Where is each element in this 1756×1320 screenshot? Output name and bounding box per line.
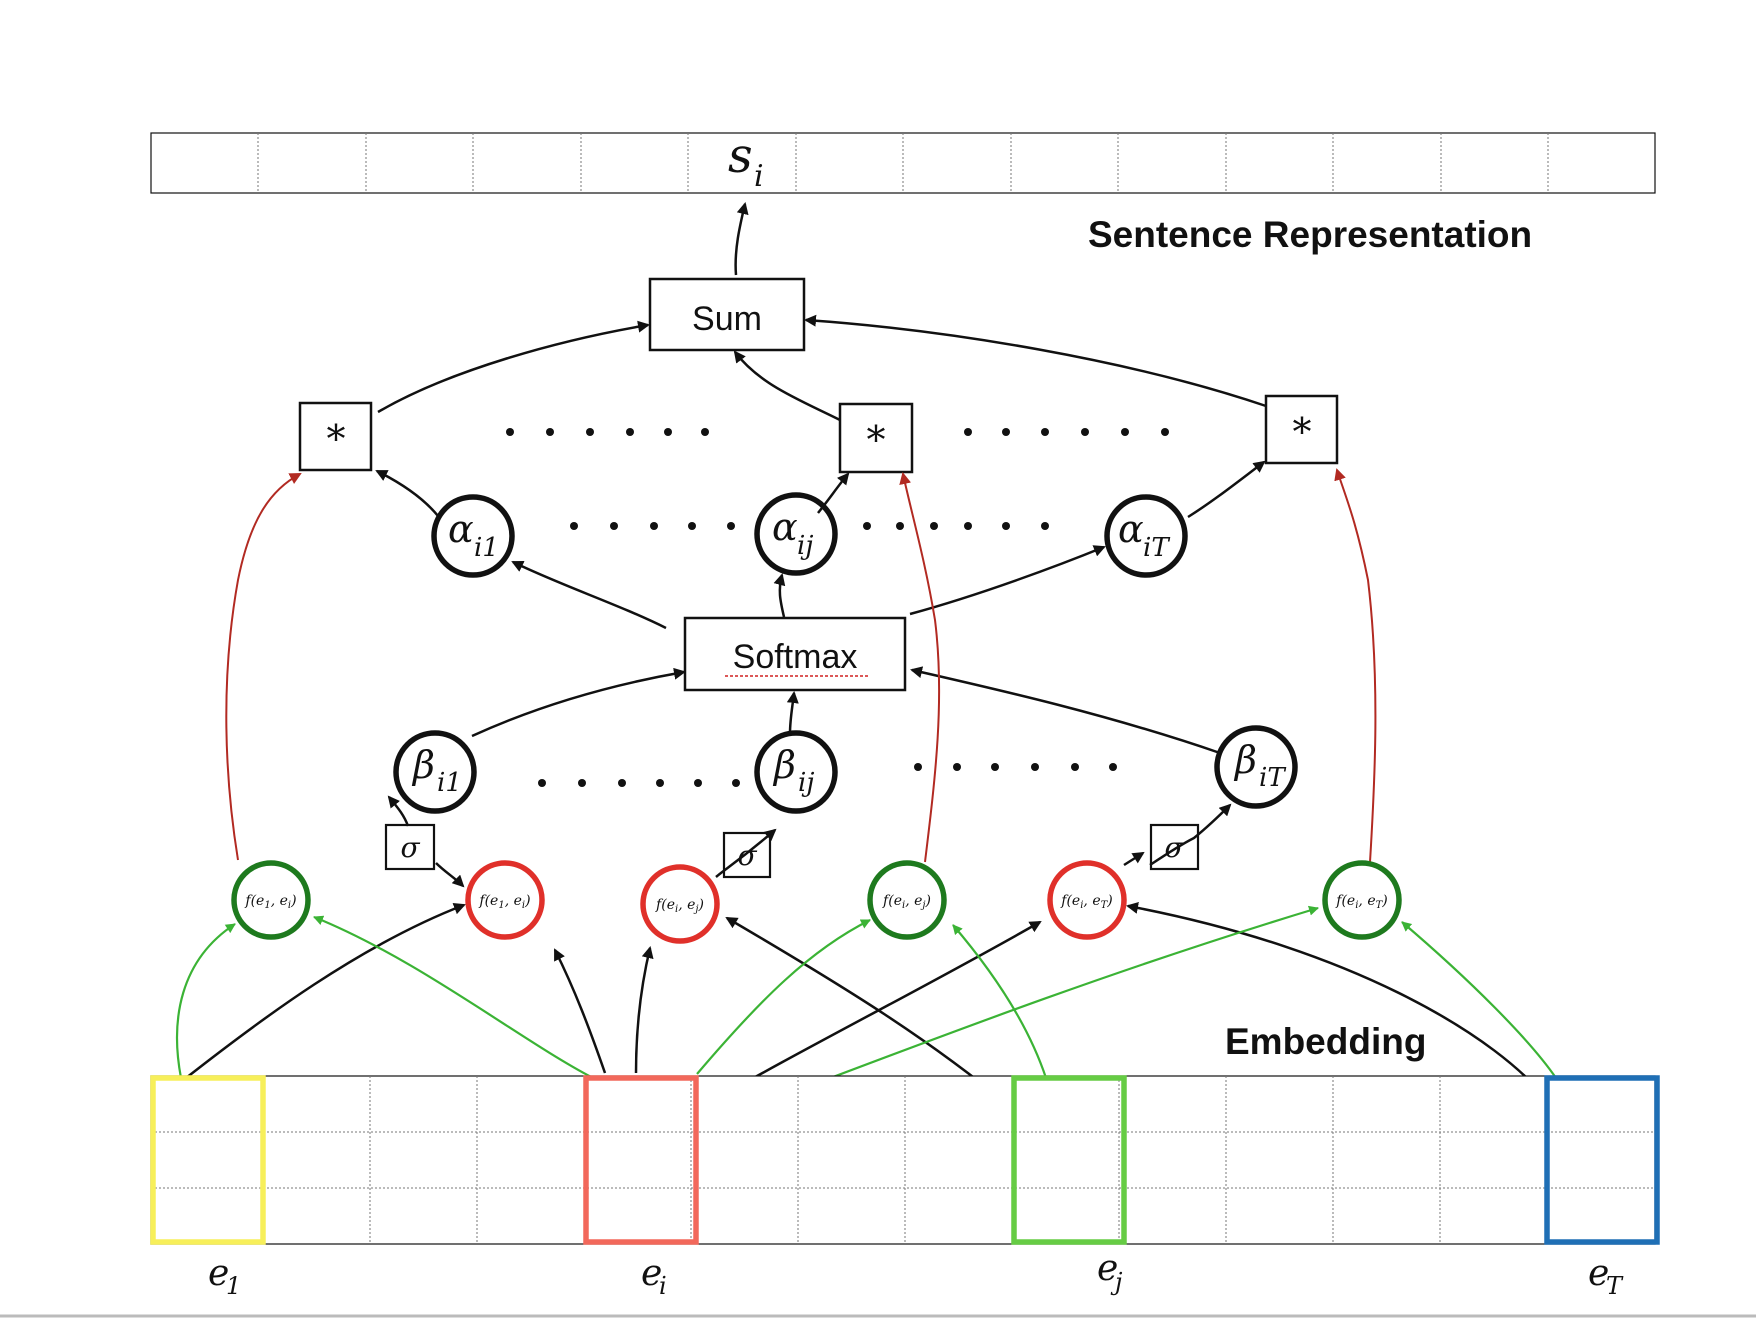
alpha-node: α iT	[1104, 494, 1188, 578]
embedding-e1	[150, 1075, 266, 1245]
alpha-symbol: α	[448, 507, 474, 551]
f-label: f(e1, ei)	[478, 893, 530, 911]
e-sub: T	[1606, 1272, 1624, 1300]
alpha-sub: iT	[1143, 533, 1170, 563]
sentence-representation-title: Sentence Representation	[1088, 214, 1532, 255]
beta-node: β iT	[1214, 725, 1298, 809]
alpha-sub: ij	[797, 531, 813, 561]
f-label: f(ei, ej)	[655, 897, 704, 915]
multiply-node: *	[298, 401, 373, 472]
multiply-label: *	[1293, 410, 1312, 454]
embedding-ei	[583, 1075, 699, 1245]
f-node: f(ei, eT)	[1047, 860, 1127, 940]
alpha-node: α ij	[754, 492, 838, 576]
ellipsis-dots	[538, 763, 1117, 787]
embedding-eT	[1544, 1075, 1660, 1245]
sigma-node: σ	[384, 823, 436, 871]
embedding-ej	[1011, 1075, 1127, 1245]
f-node: f(ei, eT)	[1322, 860, 1402, 940]
beta-sub: ij	[798, 768, 814, 798]
beta-symbol: β	[772, 743, 796, 787]
sum-node: Sum	[648, 277, 806, 352]
beta-symbol: β	[411, 743, 435, 787]
beta-symbol: β	[1233, 738, 1257, 782]
multiply-node: *	[838, 402, 914, 474]
e-symbol: e	[1097, 1248, 1118, 1289]
sigma-label: σ	[400, 831, 420, 864]
beta-node: β ij	[754, 730, 838, 814]
embedding-label: e T	[1588, 1253, 1624, 1300]
f-label: f(e1, ei)	[244, 893, 296, 911]
multiply-label: *	[327, 417, 346, 461]
f-node: f(e1, ei)	[231, 860, 311, 940]
beta-node: β i1	[393, 730, 477, 814]
f-label: f(ei, ej)	[882, 893, 931, 911]
e-symbol: e	[208, 1253, 229, 1294]
black-edges	[185, 202, 1548, 1112]
sigma-label: σ	[1164, 831, 1184, 864]
alpha-sub: i1	[474, 533, 499, 563]
e-symbol: e	[1588, 1253, 1609, 1294]
e-sub: i	[659, 1272, 667, 1300]
f-label: f(ei, eT)	[1335, 893, 1388, 911]
embedding-matrix	[150, 1075, 1660, 1245]
sentence-vector-sub: i	[754, 159, 764, 194]
beta-sub: i1	[437, 768, 462, 798]
alpha-node: α i1	[431, 494, 515, 578]
embedding-label: e 1	[208, 1253, 241, 1300]
ellipsis-dots	[506, 428, 1169, 436]
multiply-label: *	[867, 418, 886, 462]
f-label: f(ei, eT)	[1060, 893, 1113, 911]
ellipsis-dots	[570, 522, 1049, 530]
f-node: f(e1, ei)	[465, 860, 545, 940]
f-node: f(ei, ej)	[640, 864, 720, 944]
multiply-node: *	[1264, 394, 1339, 465]
alpha-symbol: α	[772, 505, 798, 549]
e-symbol: e	[641, 1253, 662, 1294]
sentence-vector: s i	[150, 128, 1656, 194]
embedding-title: Embedding	[1225, 1021, 1426, 1062]
softmax-label: Softmax	[733, 638, 858, 676]
softmax-node: Softmax	[683, 616, 907, 692]
beta-sub: iT	[1259, 763, 1286, 793]
red-edges	[225, 468, 1377, 863]
sum-label: Sum	[692, 300, 762, 338]
alpha-symbol: α	[1118, 507, 1144, 551]
e-sub: 1	[226, 1272, 241, 1300]
embedding-label: e i	[641, 1253, 667, 1300]
sigma-node: σ	[1149, 823, 1200, 871]
sigma-label: σ	[737, 839, 757, 872]
embedding-label: e j	[1097, 1248, 1123, 1296]
sentence-vector-label: s	[728, 128, 753, 184]
f-node: f(ei, ej)	[867, 860, 947, 940]
